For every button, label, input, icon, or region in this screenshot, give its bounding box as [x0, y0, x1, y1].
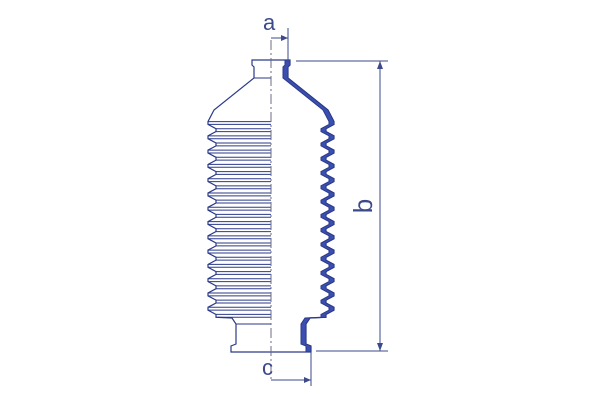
dimension-a	[271, 28, 289, 62]
dimension-b	[296, 60, 388, 352]
dimension-label-b: b	[348, 199, 378, 213]
dimension-label-a: a	[263, 10, 276, 35]
bellows-fold-lines	[208, 77, 271, 325]
boot-cross-section	[282, 59, 335, 353]
dimension-c	[271, 352, 312, 386]
dimension-label-c: c	[262, 355, 273, 380]
